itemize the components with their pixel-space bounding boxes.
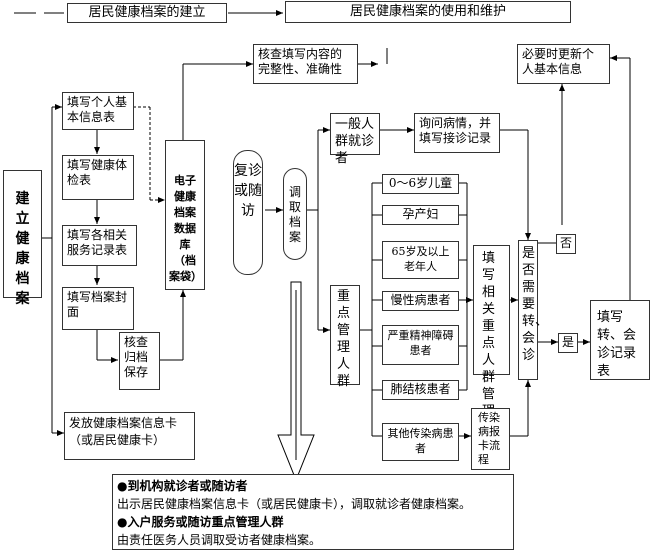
fill-personal-info: 填写个人基本信息表: [62, 92, 134, 130]
fill-health-exam: 填写健康体检表: [62, 155, 134, 200]
group-children: 0～6岁儿童: [382, 174, 459, 194]
group-other-infect: 其他传染病患者: [382, 423, 459, 461]
need-transfer-decision: 是否需要转、会诊: [518, 240, 548, 380]
note-line-4: 由责任医务人员调取受访者健康档案。: [117, 533, 322, 547]
group-tb: 肺结核患者: [382, 380, 459, 400]
revisit-or-followup: 复诊或随访: [233, 150, 263, 275]
transfer-consult-record: 填写转、会诊记录表: [590, 300, 650, 380]
group-pregnant: 孕产妇: [382, 205, 459, 225]
note-line-2: 出示居民健康档案信息卡（或居民健康卡），调取就诊者健康档案。: [117, 497, 472, 511]
check-archive-save: 核查归档保存: [119, 332, 160, 390]
fill-service-records: 填写各相关服务记录表: [62, 225, 137, 266]
group-elderly: 65岁及以上老年人: [382, 241, 459, 279]
check-content-completeness: 核查填写内容的完整性、准确性: [253, 44, 358, 84]
note-line-1: ●到机构就诊者或随访者: [117, 479, 248, 493]
bottom-notes: ●到机构就诊者或随访者 出示居民健康档案信息卡（或居民健康卡），调取就诊者健康档…: [112, 474, 514, 550]
issue-record-card: 发放健康档案信息卡（或居民健康卡）: [64, 412, 195, 460]
note-line-3: ●入户服务或随访重点管理人群: [117, 515, 284, 529]
retrieve-record: 调取档案: [283, 168, 307, 260]
header-left-title: 居民健康档案的建立: [67, 3, 227, 23]
general-population: 一般人群就诊者: [330, 113, 380, 166]
group-mental: 严重精神障碍患者: [382, 325, 459, 365]
electronic-health-database: 电子健康档案数据库（档案袋）: [165, 140, 205, 290]
inquire-and-record: 询问病情，并填写接诊记录: [414, 113, 500, 153]
fill-record-cover: 填写档案封面: [62, 287, 134, 330]
decision-no: 否: [556, 234, 576, 254]
key-managed-population: 重点管理人群: [330, 285, 360, 389]
decision-yes: 是: [558, 333, 578, 353]
header-right-title: 居民健康档案的使用和维护: [285, 1, 571, 23]
build-health-record: 建立健康档案: [3, 170, 42, 307]
group-chronic: 慢性病患者: [382, 291, 459, 311]
fill-key-group-records: 填写相关重点人群管理记录表: [473, 245, 510, 470]
update-personal-info: 必要时更新个人基本信息: [517, 44, 610, 84]
infectious-report-flow: 传染病报卡流程: [471, 408, 510, 470]
